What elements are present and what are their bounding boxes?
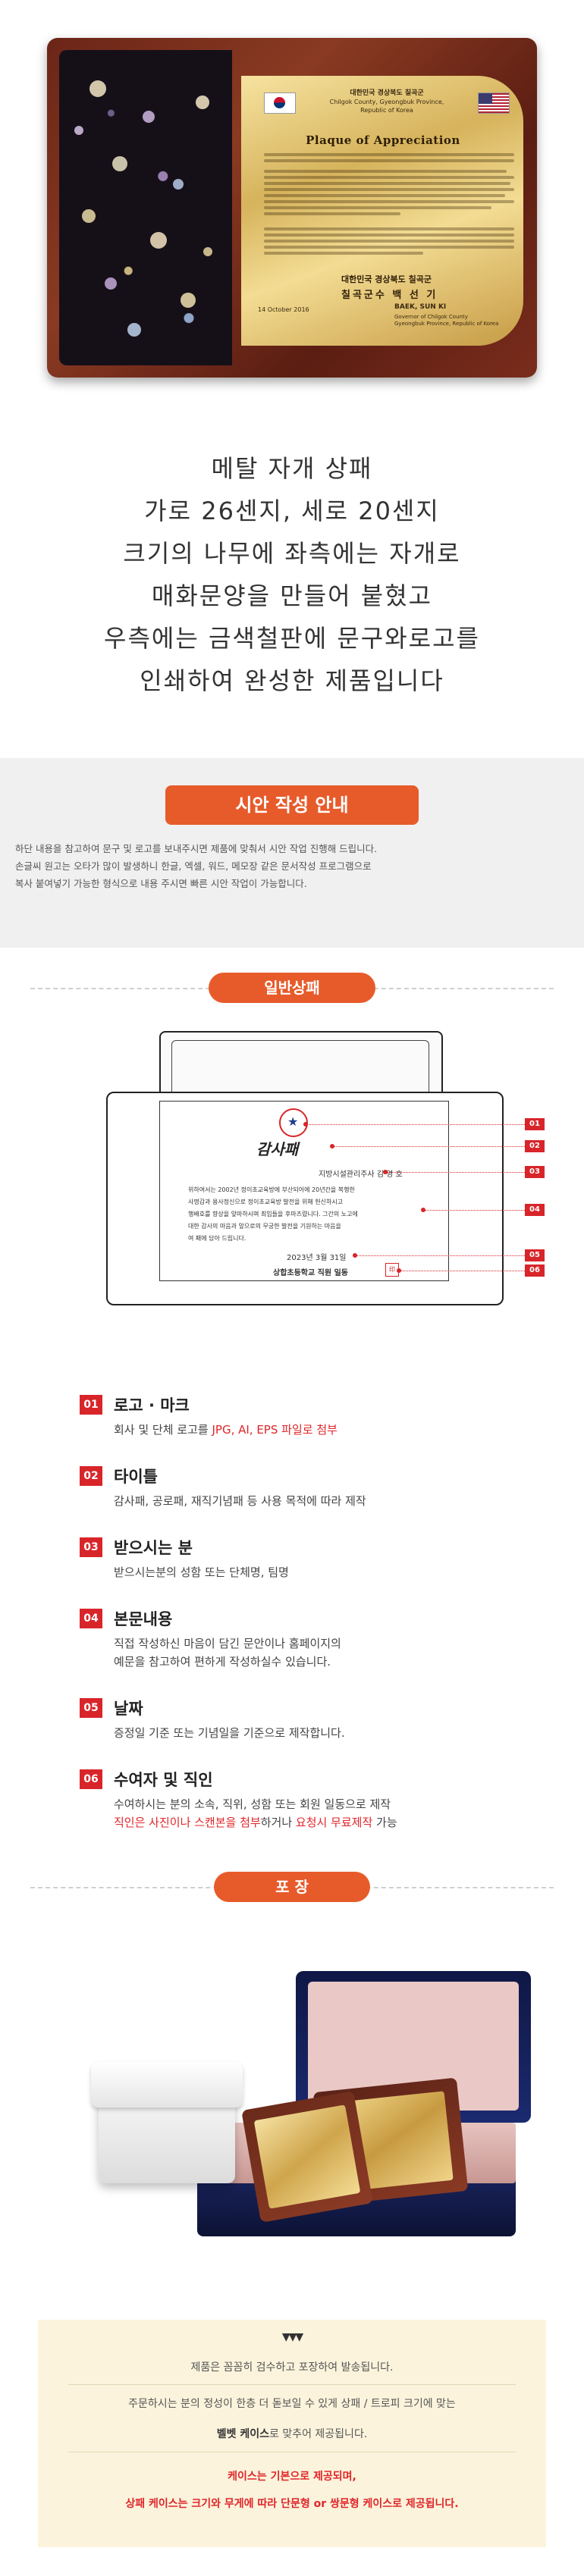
callout-line xyxy=(307,1124,525,1125)
mother-of-pearl-panel xyxy=(59,50,232,365)
callout-02: 02 xyxy=(525,1140,545,1152)
callout-line xyxy=(425,1210,525,1211)
item-text: 수여하시는 분의 소속, 직위, 성함 또는 회원 일동으로 제작 직인은 사진… xyxy=(114,1797,397,1829)
callout-dot xyxy=(383,1170,388,1174)
callout-line xyxy=(334,1146,525,1147)
plaque-text-line xyxy=(264,246,514,249)
callout-dot xyxy=(353,1253,357,1258)
plaque-text-line xyxy=(264,194,505,197)
case-lid-inner xyxy=(171,1040,429,1095)
callout-dot xyxy=(421,1208,425,1212)
item-number: 02 xyxy=(80,1466,102,1486)
packaging-label: 포 장 xyxy=(214,1872,370,1902)
callout-dot xyxy=(330,1144,334,1149)
item-title: 본문내용 xyxy=(114,1610,173,1628)
plaque-text-line xyxy=(264,206,491,209)
white-shipping-box xyxy=(99,2092,235,2183)
item-text: 감사패, 공로패, 재직기념패 등 사용 목적에 따라 제작 xyxy=(114,1494,366,1508)
gold-plate xyxy=(241,76,523,346)
item-number: 04 xyxy=(80,1609,102,1628)
callout-04: 04 xyxy=(525,1204,545,1216)
item-title: 로고 · 마크 xyxy=(114,1396,190,1415)
note-line: 주문하시는 분의 정성이 한층 더 돋보일 수 있게 상패 / 트로피 크기에 … xyxy=(128,2398,456,2410)
plaque-text-line xyxy=(264,233,514,237)
plaque-signer: BAEK, SUN KI xyxy=(394,303,447,311)
packaging-note xyxy=(38,2320,546,2547)
plaque-text-line xyxy=(264,170,507,173)
logo-mark-icon: ★ xyxy=(279,1108,308,1137)
plaque-text-line xyxy=(264,182,510,185)
product-description: 메탈 자개 상패 가로 26센지, 세로 20센지 크기의 나무에 좌측에는 자… xyxy=(0,447,584,702)
item-text: 직접 작성하신 마음이 담긴 문안이나 홈페이지의 예문을 참고하여 편하게 작… xyxy=(114,1637,341,1669)
sample-recipient: 지방시설관리주사 김 영 호 xyxy=(319,1170,403,1179)
note-line: 상패 케이스는 크기와 무게에 따라 단문형 or 쌍문형 케이스로 제공됩니다… xyxy=(125,2498,459,2510)
description-line: 크기의 나무에 좌측에는 자개로 xyxy=(123,539,461,568)
case-lid xyxy=(159,1031,443,1102)
plaque-giver-org: 대한민국 경상북도 칠곡군 xyxy=(341,274,432,284)
callout-dot xyxy=(303,1122,308,1127)
item-text: 증정일 기준 또는 기념일을 기준으로 제작합니다. xyxy=(114,1726,345,1740)
plaque-text-line xyxy=(264,153,514,156)
item-number: 05 xyxy=(80,1698,102,1718)
down-arrows-icon: ▼▼▼ xyxy=(281,2331,303,2343)
description-line: 매화문양을 만들어 붙혔고 xyxy=(151,581,433,610)
item-number: 03 xyxy=(80,1537,102,1557)
white-shipping-box-lid xyxy=(91,2062,243,2107)
description-line: 가로 26센지, 세로 20센지 xyxy=(144,497,440,525)
callout-line xyxy=(356,1255,525,1256)
callout-05: 05 xyxy=(525,1249,545,1261)
sample-body: 위하여서는 2002년 정이초교육방에 부산되어에 20년간을 복행한 사명감과… xyxy=(188,1186,358,1242)
item-title: 받으시는 분 xyxy=(114,1539,193,1557)
description-line: 우측에는 금색철판에 문구와로고를 xyxy=(104,624,480,653)
item-title: 수여자 및 직인 xyxy=(114,1771,213,1789)
sample-date: 2023년 3월 31일 xyxy=(287,1254,347,1262)
plaque-text-line xyxy=(264,176,514,179)
plaque-signer-role: Governor of Chilgok County Gyeongbuk Pro… xyxy=(394,314,499,327)
item-text: 받으시는분의 성함 또는 단체명, 팀명 xyxy=(114,1565,289,1579)
usa-flag-icon xyxy=(478,92,510,114)
callout-01: 01 xyxy=(525,1118,545,1130)
sample-giver: 상합초등학교 직원 일동 xyxy=(273,1269,348,1277)
note-line: 벨벳 케이스로 맞추어 제공됩니다. xyxy=(216,2428,368,2440)
item-text: 회사 및 단체 로고를 JPG, AI, EPS 파일로 첨부 xyxy=(114,1423,338,1437)
item-number: 01 xyxy=(80,1395,102,1415)
item-number: 06 xyxy=(80,1769,102,1789)
item-title: 날짜 xyxy=(114,1700,143,1718)
plaque-org: 대한민국 경상북도 칠곡군 Chilgok County, Gyeongbuk … xyxy=(329,89,444,114)
callout-line xyxy=(387,1172,525,1173)
draft-guide-title: 시안 작성 안내 xyxy=(165,785,419,825)
description-line: 메탈 자개 상패 xyxy=(211,454,373,483)
plaque-text-line xyxy=(264,212,400,215)
note-line: 제품은 꼼꼼히 검수하고 포장하여 발송됩니다. xyxy=(190,2361,394,2374)
note-line: 케이스는 기본으로 제공되며, xyxy=(228,2471,356,2483)
plaque-title: Plaque of Appreciation xyxy=(306,133,460,147)
plaque-text-line xyxy=(264,200,514,203)
callout-06: 06 xyxy=(525,1264,545,1277)
callout-dot xyxy=(397,1268,401,1273)
description-line: 인쇄하여 완성한 제품입니다 xyxy=(140,666,444,695)
plaque-text-line xyxy=(264,240,514,243)
sample-title: 감사패 xyxy=(256,1140,299,1158)
draft-guide-intro: 하단 내용을 참고하여 문구 및 로고를 보내주시면 제품에 맞춰서 시안 작업… xyxy=(15,843,378,889)
item-title: 타이틀 xyxy=(114,1468,158,1486)
plaque-front-plate xyxy=(253,2104,361,2209)
plaque-text-line xyxy=(264,188,514,191)
plaque-text-line xyxy=(264,159,514,162)
note-divider xyxy=(68,2384,516,2385)
plaque-date: 14 October 2016 xyxy=(258,306,309,313)
general-plaque-label: 일반상패 xyxy=(209,973,375,1003)
plaque-text-line xyxy=(264,227,514,230)
plaque-text-line xyxy=(264,252,423,255)
korea-flag-icon xyxy=(264,92,296,114)
callout-03: 03 xyxy=(525,1166,545,1178)
plaque-giver-name: 칠곡군수 백 선 기 xyxy=(341,290,438,301)
